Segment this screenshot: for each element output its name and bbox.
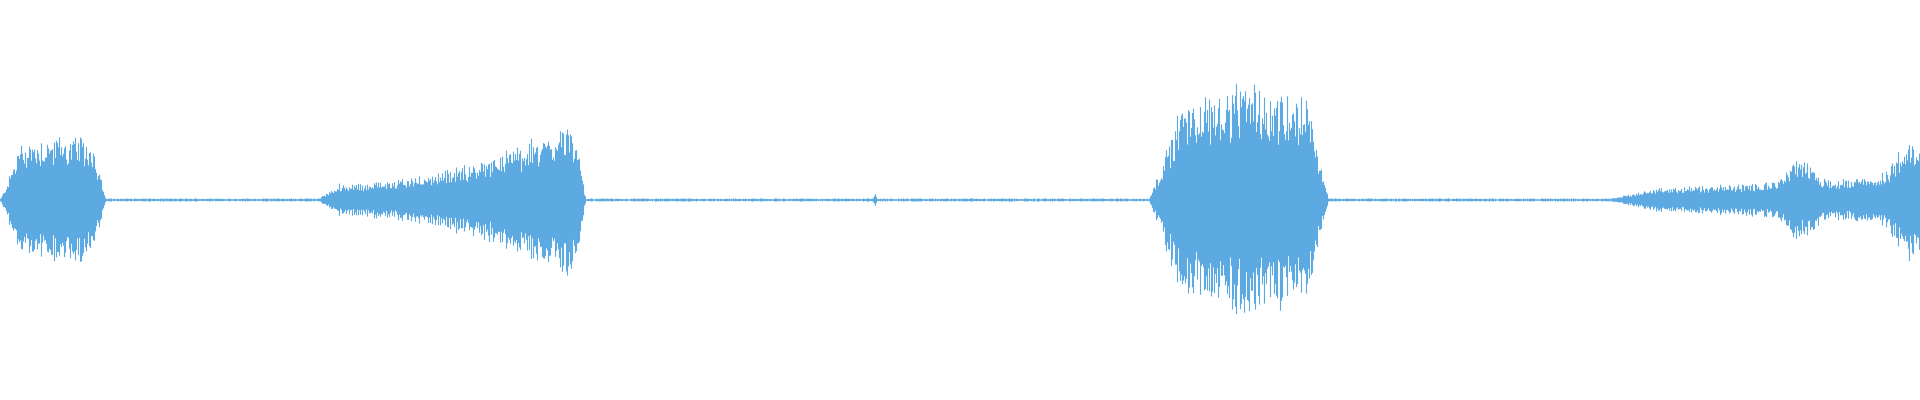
waveform-path xyxy=(0,83,1920,314)
waveform-trace xyxy=(0,83,1920,314)
